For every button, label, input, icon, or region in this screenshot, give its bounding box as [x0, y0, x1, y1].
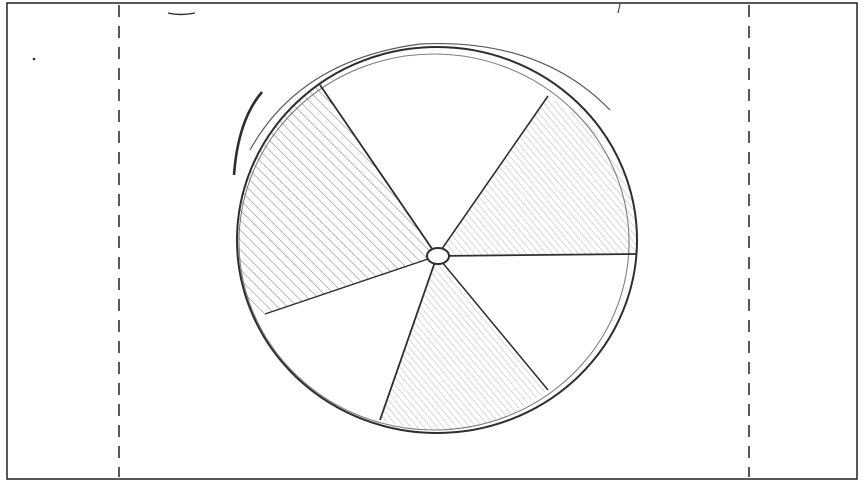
stray-dot [33, 58, 36, 61]
shaded-sector-upper-right [437, 96, 638, 256]
top-edge-tick [618, 4, 620, 13]
shaded-sector-left [225, 85, 437, 314]
wheel-hub [427, 248, 449, 264]
shaded-sector-lower [380, 256, 548, 430]
top-edge-mark [168, 13, 195, 15]
